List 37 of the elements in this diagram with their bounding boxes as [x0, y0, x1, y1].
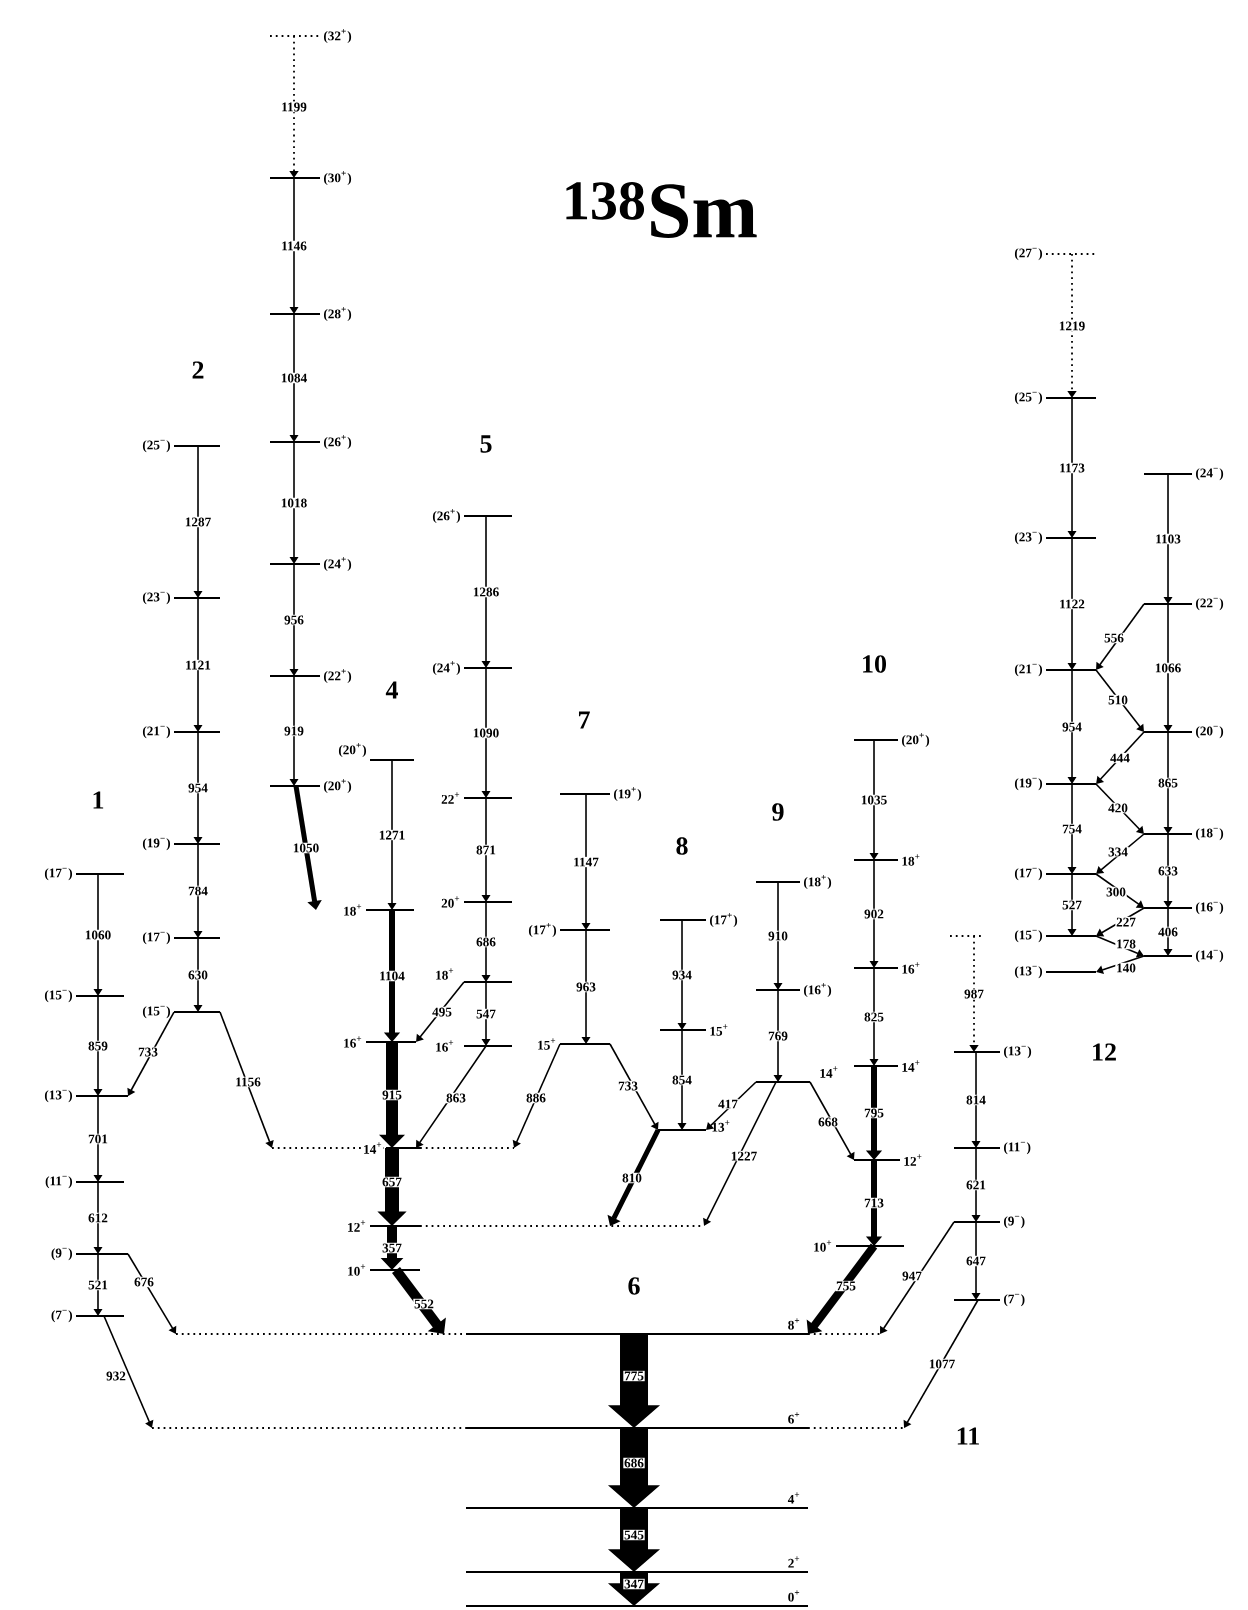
transition-arrow — [1096, 833, 1145, 874]
band-number: 6 — [628, 1277, 640, 1295]
band-number: 12 — [1093, 1043, 1116, 1061]
transition-arrow — [1095, 935, 1144, 958]
transition-arrow — [809, 1081, 855, 1160]
transition-arrow — [880, 1221, 955, 1334]
transition-arrow — [127, 1253, 177, 1334]
transition-arrow — [416, 981, 465, 1042]
band-number: 8 — [676, 837, 688, 855]
band-number: 9 — [772, 803, 784, 821]
band-number: 5 — [480, 435, 492, 453]
band-number: 10 — [863, 655, 886, 673]
transition-arrow — [703, 1081, 777, 1226]
band-number: 1 — [93, 791, 104, 809]
transition-arrow — [1096, 731, 1145, 784]
band-number: 2 — [192, 361, 204, 379]
band-number: 11 — [957, 1427, 979, 1445]
transition-arrow — [1096, 955, 1145, 975]
transition-arrow — [103, 1315, 154, 1428]
transition-arrow — [1096, 603, 1145, 670]
band-number: 7 — [579, 711, 590, 729]
transition-arrow — [127, 1011, 175, 1096]
transition-arrow — [706, 1081, 757, 1130]
band-number: 4 — [385, 681, 398, 699]
transition-arrow — [512, 1043, 561, 1148]
transition-arrow — [293, 785, 322, 910]
transition-arrow — [392, 1267, 446, 1334]
transition-arrow — [219, 1011, 274, 1148]
transition-arrow — [416, 1045, 487, 1148]
transition-arrow — [903, 1299, 979, 1428]
title: $^{138}$Sm — [566, 181, 757, 239]
transition-arrow — [1095, 783, 1144, 834]
transition-arrow — [609, 1043, 659, 1130]
transition-arrow — [806, 1243, 878, 1334]
transition-arrow — [1095, 669, 1144, 732]
transition-arrow — [1096, 907, 1145, 937]
transition-arrow — [1095, 873, 1144, 908]
